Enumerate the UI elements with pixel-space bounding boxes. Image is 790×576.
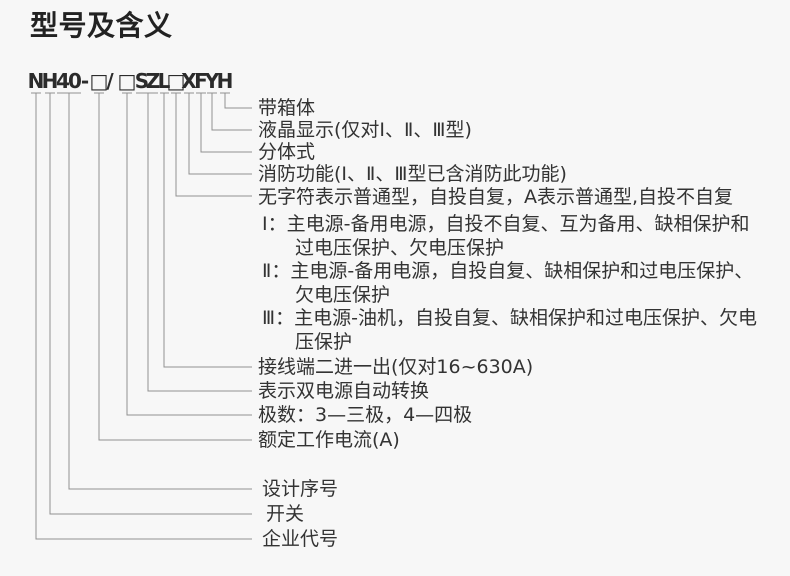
callout-with-box: 带箱体	[258, 97, 316, 119]
type-detail-1-wrap: 过电压保护、欠电压保护	[295, 237, 505, 259]
model-string: N H 4 0 - □ / □ S Z L □ X F Y H	[0, 71, 790, 93]
model-char: □	[166, 69, 186, 93]
callout-lcd: 液晶显示(仅对Ⅰ、Ⅱ、Ⅲ型)	[258, 119, 472, 141]
model-char: -	[80, 69, 90, 93]
callout-fire-function: 消防功能(Ⅰ、Ⅱ、Ⅲ型已含消防此功能)	[258, 163, 567, 185]
line-switch	[49, 93, 252, 515]
model-char: H	[41, 69, 59, 93]
type-detail-3-wrap: 压保护	[295, 331, 353, 353]
line-type-code	[175, 93, 252, 197]
model-char: Y	[204, 69, 220, 93]
callout-terminal: 接线端二进一出(仅对16~630A)	[258, 356, 534, 378]
line-fire-function	[188, 93, 252, 175]
page-title: 型号及含义	[30, 9, 173, 42]
type-detail-1: Ⅰ：主电源-备用电源，自投不自复、互为备用、缺相保护和	[262, 213, 750, 235]
callout-type-code: 无字符表示普通型，自投自复，A表示普通型,自投不自复	[258, 186, 734, 208]
model-char: S	[134, 69, 150, 93]
line-lcd	[211, 93, 252, 131]
line-terminal	[163, 93, 252, 368]
model-char: L	[157, 69, 171, 93]
callout-poles: 极数：3—三极，4—四极	[258, 404, 473, 426]
model-char: /	[106, 69, 114, 93]
line-split-type	[200, 93, 252, 153]
callout-design-serial: 设计序号	[262, 478, 339, 500]
callout-rated-current: 额定工作电流(A)	[258, 429, 400, 451]
type-detail-2-wrap: 欠电压保护	[295, 284, 391, 306]
model-char: □	[117, 69, 137, 93]
model-char: □	[89, 69, 109, 93]
line-with-box	[224, 93, 252, 109]
callout-switch: 开关	[266, 503, 305, 525]
model-char: Z	[145, 69, 161, 93]
model-char: H	[216, 69, 234, 93]
model-char: X	[181, 69, 197, 93]
type-detail-3: Ⅲ：主电源-油机，自投自复、缺相保护和过电压保护、欠电	[262, 307, 757, 329]
callout-dual-power: 表示双电源自动转换	[258, 380, 430, 402]
model-char: F	[194, 69, 208, 93]
callout-split-type: 分体式	[258, 141, 316, 163]
model-char: N	[27, 69, 45, 93]
line-design-serial	[68, 93, 252, 490]
line-poles	[126, 93, 252, 416]
model-char: 0	[68, 69, 82, 93]
type-detail-2: Ⅱ：主电源-备用电源，自投自复、缺相保护和过电压保护、	[262, 260, 754, 282]
line-rated-current	[98, 93, 252, 441]
callout-company-code: 企业代号	[262, 528, 339, 550]
model-char: 4	[56, 69, 70, 93]
line-dual-power	[147, 93, 252, 392]
line-company-code	[35, 93, 252, 540]
